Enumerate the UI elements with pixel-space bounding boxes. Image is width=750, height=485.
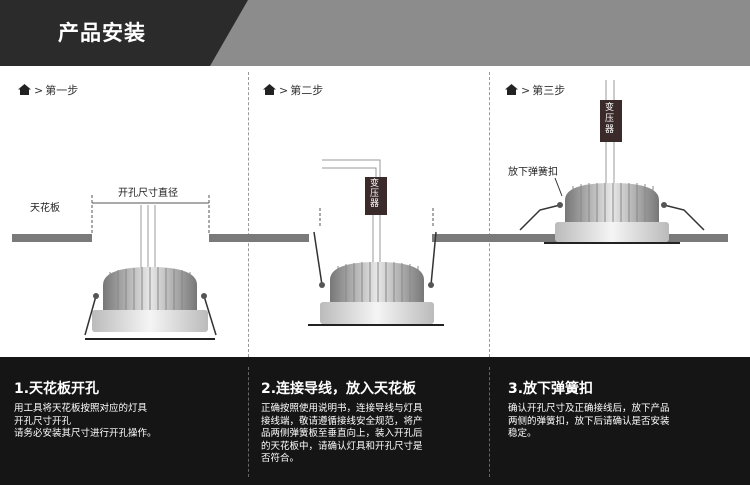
- downlight-step-1: [84, 205, 217, 340]
- home-icon: [18, 84, 31, 95]
- home-icon: [263, 84, 276, 95]
- page-title: 产品安装: [58, 21, 146, 45]
- step-1-label: >第一步: [18, 82, 78, 98]
- hole-diameter-label: 开孔尺寸直径: [118, 188, 178, 199]
- downlight-step-2: [308, 159, 444, 326]
- spring-clip-label: 放下弹簧扣: [508, 167, 558, 178]
- description-line: 开孔尺寸开孔: [14, 415, 72, 427]
- home-icon: [505, 84, 518, 95]
- header-background: [0, 0, 750, 66]
- description-line: 正确按照使用说明书，连接导线与灯具: [261, 403, 423, 414]
- description-line: 稳定。: [508, 428, 537, 439]
- column-divider: [489, 72, 490, 357]
- column-divider: [248, 367, 249, 477]
- description-line: 请务必安装其尺寸进行开孔操作。: [14, 428, 157, 439]
- step-1-title: 1.天花板开孔: [14, 381, 100, 397]
- instructions-panel: 1.天花板开孔 用工具将天花板按照对应的灯具 开孔尺寸开孔 请务必安装其尺寸进行…: [0, 357, 750, 485]
- column-divider: [489, 367, 490, 477]
- description-line: 的天花板中，请确认灯具和开孔尺寸是: [261, 440, 423, 452]
- transformer-label: 变压器: [370, 179, 380, 209]
- installation-diagram: [12, 80, 728, 340]
- ceiling-board: [209, 234, 309, 242]
- description-line: 否符合。: [261, 453, 300, 464]
- step-1-text: 第一步: [45, 84, 79, 97]
- step-3-title: 3.放下弹簧扣: [508, 381, 594, 397]
- transformer-label: 变压器: [605, 103, 615, 135]
- downlight-step-3: [519, 80, 705, 244]
- description-line: 接线端，敬请遵循接线安全规范，将产: [261, 415, 423, 427]
- step-2-description: 正确按照使用说明书，连接导线与灯具 接线端，敬请遵循接线安全规范，将产 品两侧弹…: [261, 403, 423, 466]
- description-line: 确认开孔尺寸及正确接线后，放下产品: [508, 403, 670, 414]
- step-3-label: >第三步: [505, 82, 565, 98]
- description-line: 品两侧弹簧板至垂直向上，装入开孔后: [261, 428, 423, 439]
- step-2-label: >第二步: [263, 82, 323, 98]
- step-2-text: 第二步: [290, 84, 324, 97]
- description-line: 用工具将天花板按照对应的灯具: [14, 403, 148, 414]
- step-1-description: 用工具将天花板按照对应的灯具 开孔尺寸开孔 请务必安装其尺寸进行开孔操作。: [14, 403, 157, 441]
- step-2-title: 2.连接导线，放入天花板: [261, 381, 417, 397]
- ceiling-board: [12, 234, 92, 242]
- header-bar: 产品安装: [0, 0, 750, 66]
- step-3-text: 第三步: [532, 84, 566, 97]
- ceiling-label: 天花板: [30, 203, 60, 214]
- step-3-description: 确认开孔尺寸及正确接线后，放下产品 两侧的弹簧扣，放下后请确认是否安装 稳定。: [508, 403, 670, 441]
- description-line: 两侧的弹簧扣，放下后请确认是否安装: [508, 415, 670, 427]
- column-divider: [248, 72, 249, 357]
